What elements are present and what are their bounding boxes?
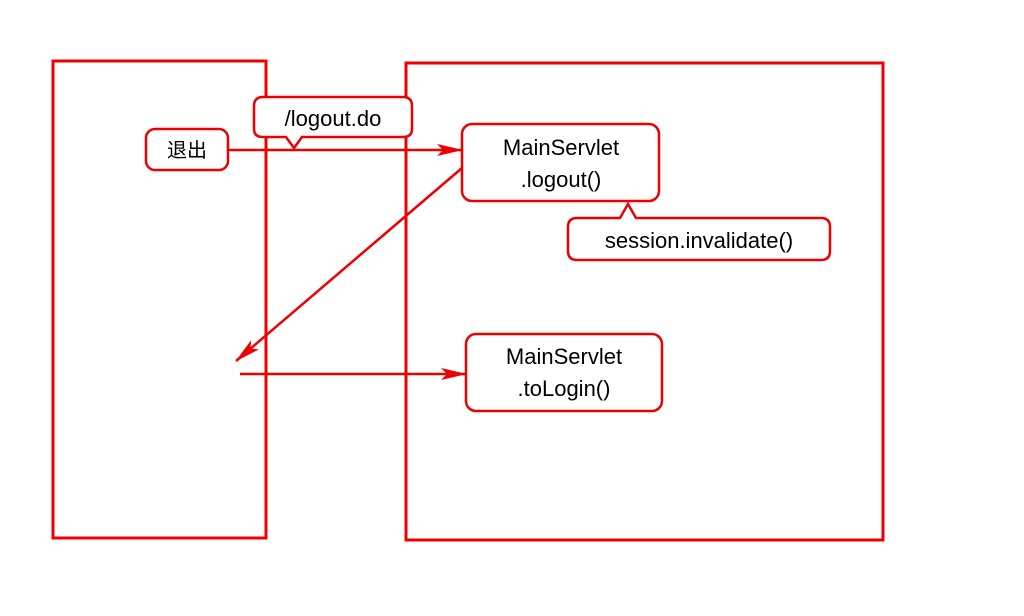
logout-url-callout: /logout.do: [252, 95, 414, 151]
exit-button-label: 退出: [167, 138, 207, 162]
to-login-method-class: MainServlet: [506, 344, 622, 369]
client-container: [51, 59, 268, 540]
exit-button[interactable]: 退出: [144, 127, 230, 172]
session-invalidate-label: session.invalidate(): [605, 228, 793, 253]
logout-method-node: MainServlet .logout(): [460, 122, 661, 203]
logout-method-name: .logout(): [521, 167, 602, 192]
server-container: [404, 61, 885, 542]
logout-method-class: MainServlet: [503, 135, 619, 160]
redirect-arrow: [235, 167, 463, 362]
to-login-method-node: MainServlet .toLogin(): [464, 332, 664, 413]
session-invalidate-callout: session.invalidate(): [566, 201, 832, 262]
logout-url-label: /logout.do: [285, 106, 382, 131]
to-login-method-name: .toLogin(): [518, 376, 611, 401]
